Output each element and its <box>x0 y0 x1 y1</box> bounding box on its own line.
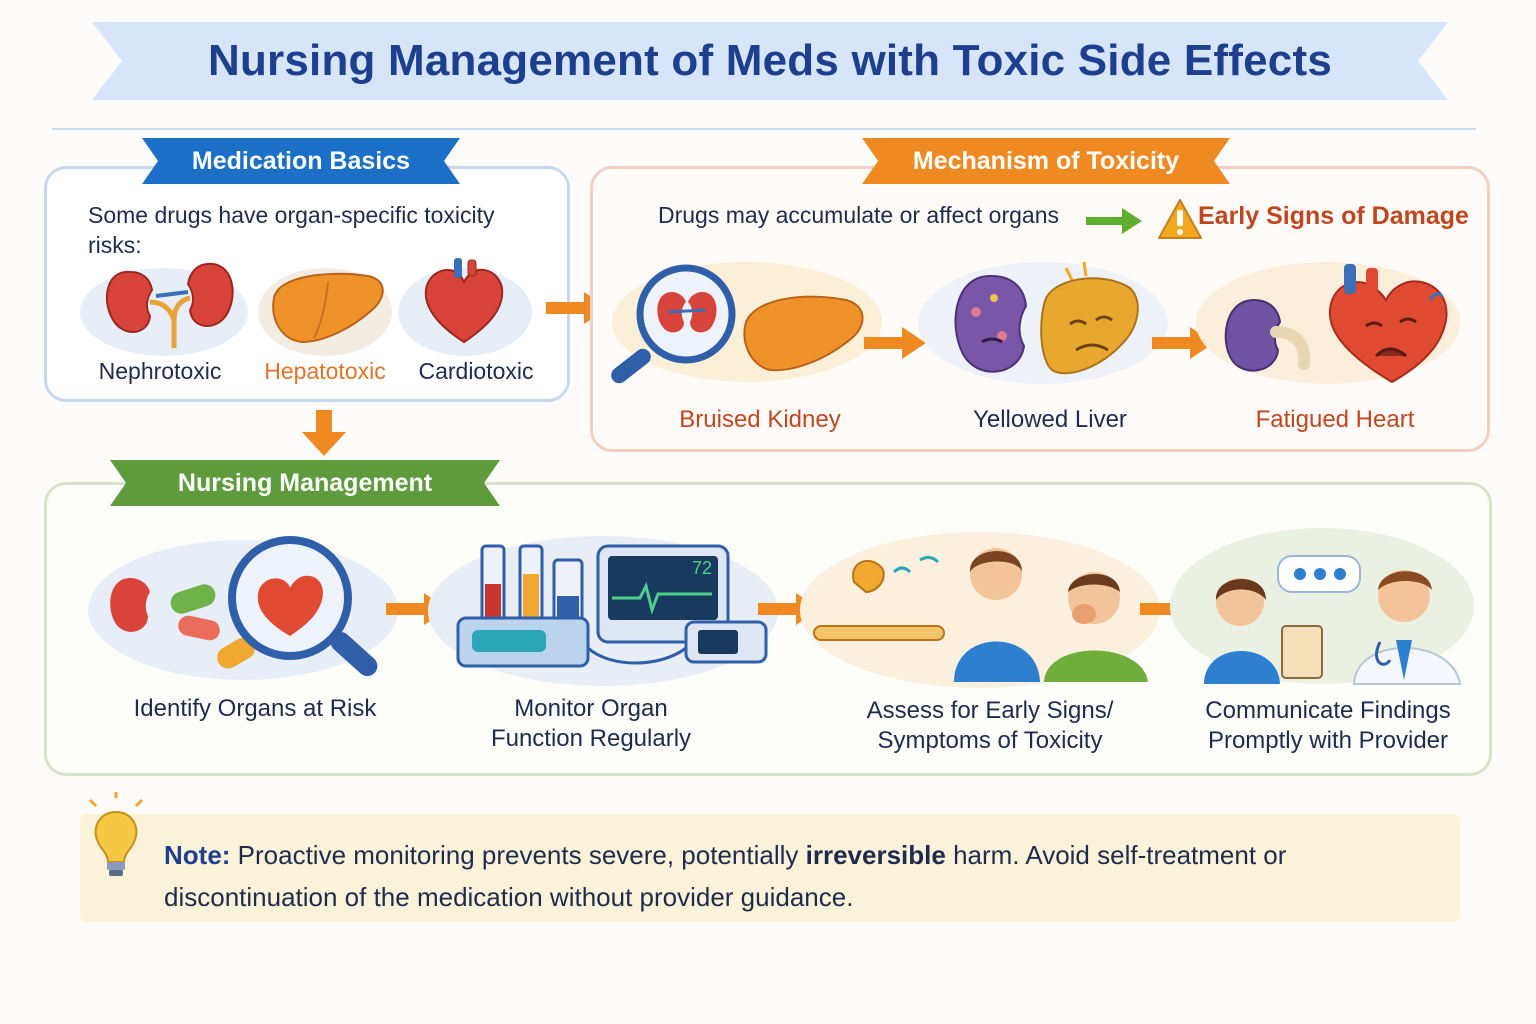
fatigued-heart-label: Fatigued Heart <box>1255 406 1415 433</box>
flow-arrow-icon <box>864 327 926 359</box>
mechanism-heading: Mechanism of Toxicity <box>912 146 1180 175</box>
bruised-kidney-illustration <box>611 264 864 384</box>
cardiotoxic-label: Cardiotoxic <box>418 358 534 384</box>
note-text: Note: Proactive monitoring prevents seve… <box>164 834 1364 918</box>
flow-arrow-down-icon <box>302 410 346 456</box>
fatigued-heart-illustration <box>1224 264 1448 384</box>
yellowed-liver-illustration <box>954 261 1139 375</box>
step-identify-line1: Identify Organs at Risk <box>133 695 377 722</box>
mechanism-ribbon: Mechanism of Toxicity <box>862 138 1230 184</box>
step-assess-line2: Symptoms of Toxicity <box>877 727 1103 754</box>
step-communicate-line2: Promptly with Provider <box>1207 727 1449 754</box>
yellowed-liver-label: Yellowed Liver <box>973 406 1127 433</box>
note-label: Note: <box>164 840 231 870</box>
step-monitor-line1: Monitor Organ <box>514 695 668 722</box>
hepatotoxic-label: Hepatotoxic <box>264 358 386 384</box>
title-divider <box>52 128 1476 130</box>
page-title: Nursing Management of Meds with Toxic Si… <box>207 36 1332 85</box>
note-text-part1: Proactive monitoring prevents severe, po… <box>230 840 806 870</box>
medication-basics-text: Some drugs have organ-specific toxicity … <box>88 202 495 258</box>
nursing-management-ribbon: Nursing Management <box>110 460 500 506</box>
nursing-management-heading: Nursing Management <box>177 468 433 497</box>
step-communicate-line1: Communicate Findings <box>1205 697 1451 724</box>
bruised-kidney-label: Bruised Kidney <box>679 406 841 433</box>
step-communicate-label: Communicate Findings Promptly with Provi… <box>1176 696 1480 756</box>
monitoring-equipment-illustration: 72 <box>456 544 768 668</box>
step-assess-line1: Assess for Early Signs/ <box>866 697 1114 724</box>
green-arrow-icon <box>1086 208 1142 234</box>
note-text-part2: harm. Avoid self-treatment or discontinu… <box>164 840 1287 912</box>
monitor-reading: 72 <box>692 558 712 578</box>
step-monitor-label: Monitor Organ Function Regularly <box>446 694 736 754</box>
step-identify-label: Identify Organs at Risk <box>100 694 410 724</box>
medication-basics-heading: Medication Basics <box>191 146 411 175</box>
kidney-icon <box>105 262 234 348</box>
step-assess-label: Assess for Early Signs/ Symptoms of Toxi… <box>840 696 1140 756</box>
liver-icon <box>272 272 384 344</box>
early-signs-label: Early Signs of Damage <box>1198 202 1469 230</box>
identify-organs-illustration <box>110 536 378 677</box>
assess-patient-illustration <box>813 548 1148 682</box>
warning-icon <box>1158 199 1202 239</box>
heart-icon <box>424 258 504 344</box>
medication-basics-ribbon: Medication Basics <box>142 138 460 184</box>
title-banner: Nursing Management of Meds with Toxic Si… <box>92 22 1448 100</box>
communicate-provider-illustration <box>1204 555 1462 685</box>
note-emphasis: irreversible <box>805 840 946 870</box>
nephrotoxic-label: Nephrotoxic <box>98 358 222 384</box>
note-box <box>80 814 1460 922</box>
title-banner-shape <box>92 22 1448 100</box>
lightbulb-icon <box>88 792 144 876</box>
mechanism-description: Drugs may accumulate or affect organs <box>658 202 1059 228</box>
step-monitor-line2: Function Regularly <box>490 725 692 752</box>
